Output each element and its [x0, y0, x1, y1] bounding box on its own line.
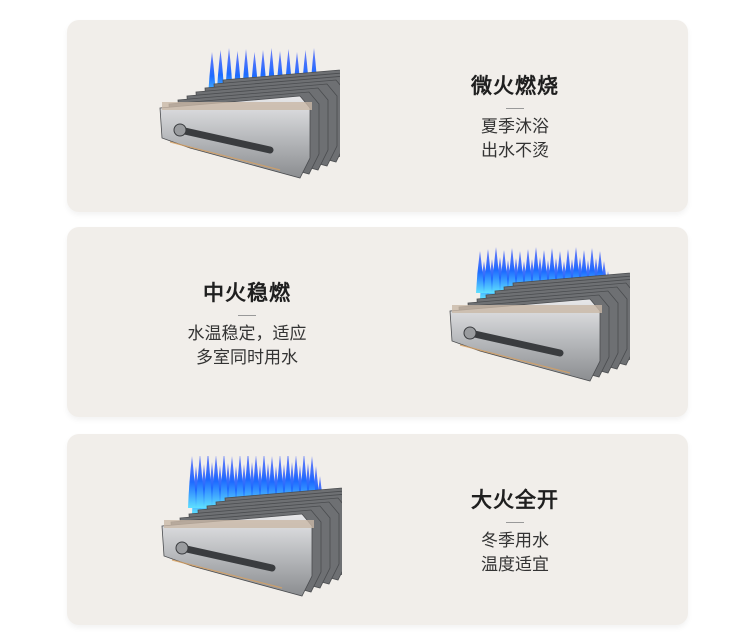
mode-text: 大火全开 冬季用水 温度适宜: [435, 486, 595, 577]
flame-icon: [508, 248, 516, 293]
mode-desc-line: 水温稳定，适应: [187, 324, 307, 344]
mode-title: 大火全开: [471, 488, 559, 512]
flame-icon: [196, 456, 204, 508]
mode-desc-line: 多室同时用水: [196, 348, 298, 368]
burner-nozzle: [175, 541, 189, 555]
burner-fin: [159, 95, 311, 179]
divider: [238, 315, 256, 316]
burner-high-fire-illustration: [161, 456, 342, 597]
burner-top-mesh: [452, 305, 602, 313]
burner-highlight: [169, 141, 281, 171]
flame-icon: [228, 456, 236, 508]
flame-icon: [188, 456, 196, 508]
burner-top-mesh: [164, 520, 314, 528]
burner-fin: [449, 298, 601, 382]
divider: [506, 108, 524, 109]
mode-desc-line: 温度适宜: [481, 555, 549, 575]
flame-icon: [236, 456, 244, 508]
mode-card-medium-fire: 中火稳燃 水温稳定，适应 多室同时用水: [67, 227, 688, 417]
flame-icon: [204, 456, 212, 508]
flame-icon: [244, 456, 252, 508]
mode-title: 微火燃烧: [471, 74, 559, 98]
burner-tube: [176, 126, 274, 154]
flame-icon: [500, 250, 508, 293]
burner-highlight: [459, 344, 571, 374]
burner-tube: [466, 329, 564, 357]
burner-highlight: [171, 559, 283, 589]
flame-icon: [484, 249, 492, 293]
mode-text: 中火稳燃 水温稳定，适应 多室同时用水: [167, 279, 327, 370]
flame-icon: [492, 247, 500, 293]
flame-icon: [476, 251, 484, 293]
divider: [506, 522, 524, 523]
mode-text: 微火燃烧 夏季沐浴 出水不烫: [435, 72, 595, 163]
burner-low-fire-illustration: [159, 48, 340, 179]
mode-desc-line: 出水不烫: [481, 141, 549, 161]
flame-icon: [212, 456, 220, 508]
burner-medium-fire-illustration: [449, 247, 630, 382]
mode-desc-line: 冬季用水: [481, 531, 549, 551]
mode-card-low-fire: 微火燃烧 夏季沐浴 出水不烫: [67, 20, 688, 212]
mode-title: 中火稳燃: [203, 281, 291, 305]
mode-desc-line: 夏季沐浴: [481, 117, 549, 137]
burner-nozzle: [463, 326, 477, 340]
flame-icon: [220, 456, 228, 508]
mode-card-high-fire: 大火全开 冬季用水 温度适宜: [67, 434, 688, 625]
burner-nozzle: [173, 123, 187, 137]
burner-top-mesh: [162, 102, 312, 110]
burner-tube: [178, 544, 276, 572]
burner-fin: [161, 513, 313, 597]
